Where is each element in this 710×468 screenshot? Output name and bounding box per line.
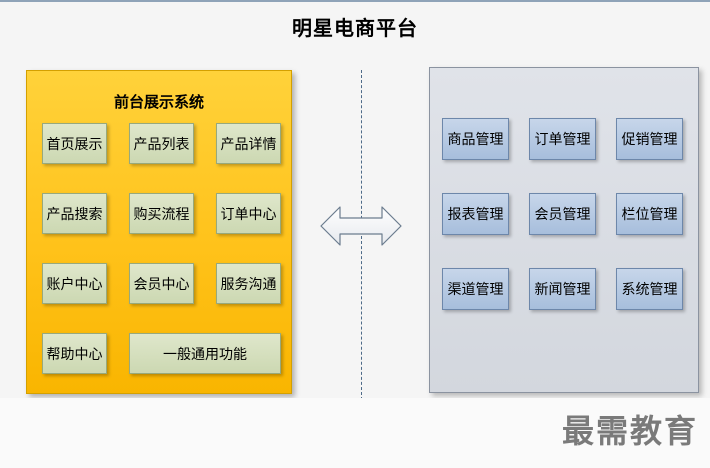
front-module-box: 帮助中心 <box>42 333 107 374</box>
back-module-box: 报表管理 <box>442 193 509 235</box>
front-module-box: 产品列表 <box>129 123 194 164</box>
back-module-box: 促销管理 <box>616 118 683 160</box>
front-module-box: 购买流程 <box>129 193 194 234</box>
back-module-box: 系统管理 <box>616 268 683 310</box>
back-module-grid: 商品管理订单管理促销管理报表管理会员管理栏位管理渠道管理新闻管理系统管理 <box>442 118 683 310</box>
back-module-box: 订单管理 <box>529 118 596 160</box>
front-module-grid: 首页展示产品列表产品详情产品搜索购买流程订单中心账户中心会员中心服务沟通帮助中心… <box>42 123 281 374</box>
front-module-box: 订单中心 <box>216 193 281 234</box>
page-title: 明星电商平台 <box>292 16 418 40</box>
back-office-system-panel: 商品管理订单管理促销管理报表管理会员管理栏位管理渠道管理新闻管理系统管理 <box>429 67 699 393</box>
front-module-box: 服务沟通 <box>216 263 281 304</box>
back-module-box: 新闻管理 <box>529 268 596 310</box>
back-module-box: 渠道管理 <box>442 268 509 310</box>
front-module-box: 一般通用功能 <box>129 333 281 374</box>
back-module-box: 栏位管理 <box>616 193 683 235</box>
back-module-box: 会员管理 <box>529 193 596 235</box>
back-module-box: 商品管理 <box>442 118 509 160</box>
front-system-title: 前台展示系统 <box>113 93 204 111</box>
double-headed-arrow-icon <box>320 206 402 246</box>
front-module-box: 首页展示 <box>42 123 107 164</box>
dashed-divider <box>361 70 362 400</box>
front-display-system-panel: 前台展示系统 首页展示产品列表产品详情产品搜索购买流程订单中心账户中心会员中心服… <box>26 70 292 394</box>
top-rule <box>0 0 710 2</box>
bottom-band <box>0 398 710 468</box>
front-module-box: 会员中心 <box>129 263 194 304</box>
front-module-box: 产品详情 <box>216 123 281 164</box>
watermark-text: 最需教育 <box>561 412 698 450</box>
front-module-box: 产品搜索 <box>42 193 107 234</box>
front-module-box: 账户中心 <box>42 263 107 304</box>
